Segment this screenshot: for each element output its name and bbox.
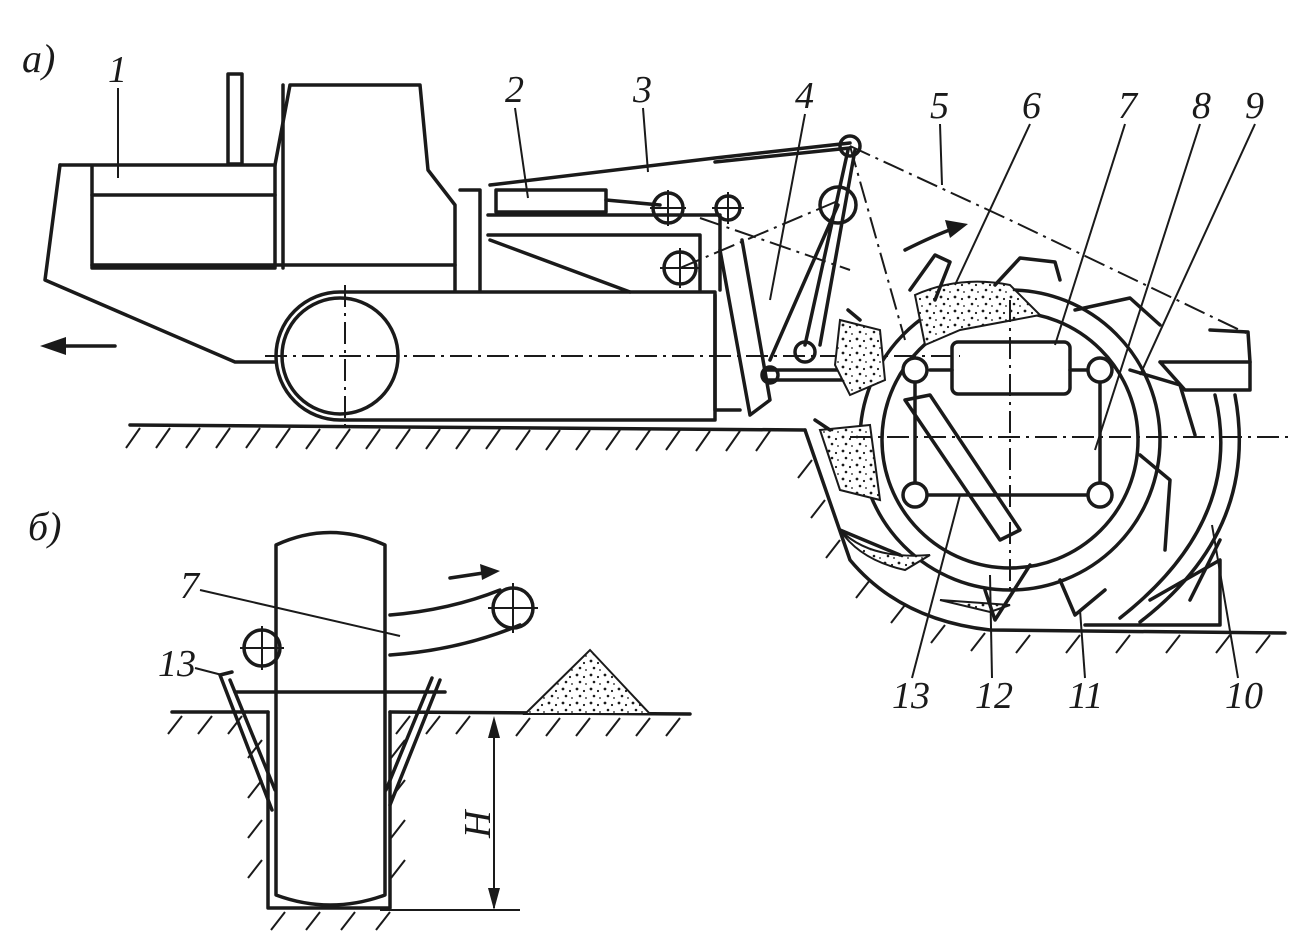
callout-6: 6 <box>1022 85 1041 127</box>
callout-9: 9 <box>1245 85 1264 127</box>
callout-4: 4 <box>795 75 814 117</box>
tractor <box>43 72 960 425</box>
callouts-a: 1 2 3 4 5 6 7 8 9 13 12 11 10 <box>108 49 1264 717</box>
callout-1: 1 <box>108 49 127 91</box>
side-knife-right <box>384 676 442 807</box>
part-b: б) <box>28 504 692 931</box>
callout-12: 12 <box>975 675 1013 717</box>
callout-b-7: 7 <box>180 565 201 607</box>
trench-cleaner <box>1083 328 1252 627</box>
callout-5: 5 <box>930 85 949 127</box>
ground-surface-a <box>125 423 1287 654</box>
part-a: а) 1 2 3 4 5 6 7 8 9 13 12 11 10 <box>22 36 1290 717</box>
callout-8: 8 <box>1192 85 1211 127</box>
travel-direction-arrow <box>40 337 117 355</box>
pulley-upper <box>650 190 686 226</box>
depth-dimension: H <box>457 716 500 910</box>
spoil-pile <box>522 648 653 715</box>
callout-2: 2 <box>505 69 524 111</box>
part-a-label: а) <box>22 36 55 81</box>
feed-direction-arrow <box>903 220 968 252</box>
part-b-label: б) <box>28 504 61 549</box>
rotor-section <box>274 530 387 907</box>
callout-b-13: 13 <box>158 643 196 685</box>
boom-support <box>699 134 1251 417</box>
pulley-mid <box>712 192 744 224</box>
callout-13: 13 <box>892 675 930 717</box>
rotor-wheel <box>813 253 1290 622</box>
callout-7: 7 <box>1118 85 1139 127</box>
roller-left <box>240 626 284 670</box>
callout-3: 3 <box>632 69 652 111</box>
depth-label: H <box>457 808 499 839</box>
side-conveyor <box>388 564 538 657</box>
callout-11: 11 <box>1068 675 1103 717</box>
callout-10: 10 <box>1225 675 1263 717</box>
